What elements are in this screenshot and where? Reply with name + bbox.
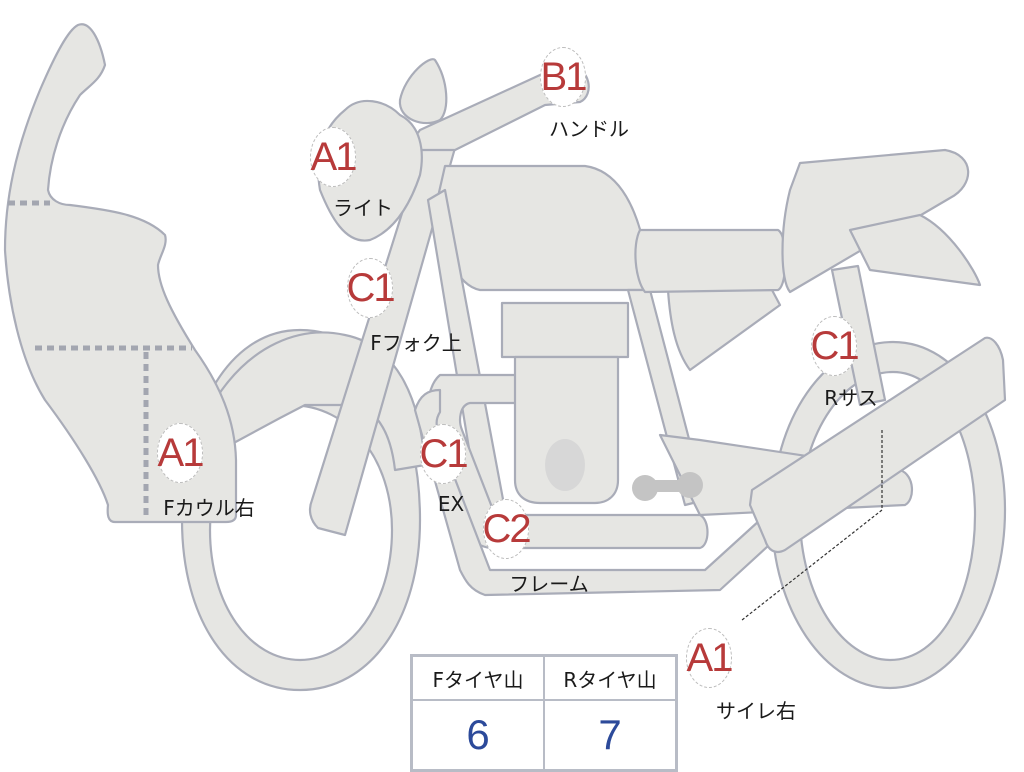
marker-frame[interactable]: C2 [482, 499, 532, 559]
marker-silencer-right[interactable]: A1 [686, 628, 734, 688]
front-cowl[interactable] [3, 23, 238, 524]
fuel-tank[interactable] [433, 164, 650, 292]
label-silencer-right: サイレ右 [716, 699, 796, 723]
damage-code: B1 [540, 55, 588, 99]
front-tire-tread-header: Fタイヤ山 [410, 654, 545, 701]
tread-table-header-row: Fタイヤ山 Rタイヤ山 [410, 654, 678, 701]
damage-code: C1 [810, 324, 859, 368]
footpeg [632, 472, 703, 501]
engine-cover [545, 439, 585, 491]
rear-tire-tread-value: 7 [543, 699, 678, 772]
label-headlight: ライト [333, 196, 393, 220]
tail-cowl[interactable] [781, 148, 970, 294]
mirror[interactable] [398, 58, 448, 125]
front-tire-tread-value: 6 [410, 699, 545, 772]
tire-tread-table: Fタイヤ山 Rタイヤ山 6 7 [410, 654, 678, 772]
marker-front-fork-upper[interactable]: C1 [346, 258, 396, 318]
damage-code: C2 [482, 507, 531, 551]
label-rear-suspension: Rサス [824, 386, 878, 410]
engine-top[interactable] [500, 301, 630, 359]
label-exhaust: EX [437, 492, 465, 516]
rear-wheel[interactable] [770, 340, 1007, 690]
damage-code: A1 [157, 431, 205, 475]
damage-code: A1 [686, 636, 734, 680]
damage-code: A1 [310, 135, 358, 179]
marker-rear-suspension[interactable]: C1 [810, 316, 860, 376]
silencer-leader-line [741, 430, 883, 621]
seat-front[interactable] [634, 228, 787, 294]
side-cover[interactable] [666, 288, 782, 372]
muffler[interactable] [748, 336, 1007, 554]
front-fork[interactable] [308, 138, 457, 537]
marker-headlight[interactable]: A1 [310, 127, 358, 187]
marker-handlebar[interactable]: B1 [540, 47, 588, 107]
damage-code: C1 [419, 432, 468, 476]
marker-exhaust[interactable]: C1 [419, 424, 469, 484]
rear-fender[interactable] [848, 213, 982, 287]
label-handlebar: ハンドル [549, 117, 629, 141]
damage-code: C1 [346, 266, 395, 310]
label-front-cowl-right: Fカウル右 [163, 496, 255, 520]
rear-tire-tread-header: Rタイヤ山 [543, 654, 678, 701]
label-front-fork-upper: Fフォク上 [370, 331, 462, 355]
label-frame: フレーム [509, 572, 589, 596]
engine-block[interactable] [513, 355, 620, 505]
marker-front-cowl-right[interactable]: A1 [157, 423, 205, 483]
tread-table-value-row: 6 7 [410, 699, 678, 772]
